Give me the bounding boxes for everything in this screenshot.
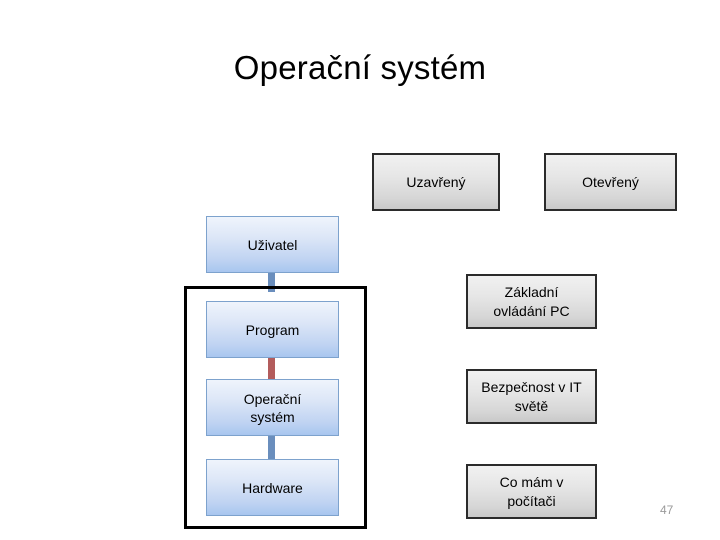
stack-box-uzivatel-text: Uživatel	[247, 236, 298, 253]
label-box-otevreny-text: Otevřený	[582, 173, 639, 190]
stack-box-program-text: Program	[245, 321, 300, 338]
page-title: Operační systém	[233, 49, 487, 86]
connector-program-operacni-system	[268, 357, 275, 383]
stack-box-program[interactable]: Program	[206, 301, 339, 358]
stack-box-hardware-text: Hardware	[242, 479, 303, 496]
topic-box-bezpecnost-v-it-svete[interactable]: Bezpečnost v IT světě	[466, 369, 597, 424]
stack-box-uzivatel[interactable]: Uživatel	[206, 216, 339, 273]
stack-box-operacni-system[interactable]: Operační systém	[206, 379, 339, 436]
connector-operacni-system-hardware	[268, 435, 275, 460]
topic-box-zakladni-ovladani-pc[interactable]: Základní ovládání PC	[466, 274, 597, 329]
stack-box-hardware[interactable]: Hardware	[206, 459, 339, 516]
closed-system-outline	[184, 286, 367, 529]
topic-box-co-mam-v-pocitaci-text: Co mám v počítači	[499, 473, 564, 509]
connector-uzivatel-program	[268, 270, 275, 292]
topic-box-zakladni-ovladani-pc-text: Základní ovládání PC	[493, 283, 570, 319]
topic-box-bezpecnost-v-it-svete-text: Bezpečnost v IT světě	[481, 378, 582, 414]
label-box-uzavreny-text: Uzavřený	[406, 173, 466, 190]
stack-box-operacni-system-text: Operační systém	[243, 390, 302, 425]
label-box-otevreny[interactable]: Otevřený	[544, 153, 677, 211]
label-box-uzavreny[interactable]: Uzavřený	[372, 153, 500, 211]
topic-box-co-mam-v-pocitaci[interactable]: Co mám v počítači	[466, 464, 597, 519]
page-number: 47	[660, 503, 674, 517]
